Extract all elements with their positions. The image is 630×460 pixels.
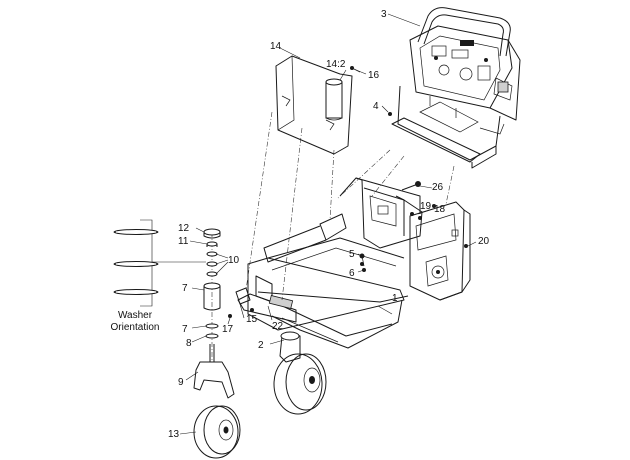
callout-11: 11 xyxy=(178,236,189,247)
callout-14-2: 14:2 xyxy=(326,59,346,70)
callout-16: 16 xyxy=(368,70,380,81)
hardware xyxy=(228,112,468,318)
callout-7-upper: 7 xyxy=(182,283,188,294)
callout-9: 9 xyxy=(178,377,184,388)
callout-20: 20 xyxy=(478,236,490,247)
callout-22: 22 xyxy=(272,321,284,332)
callout-19: 19 xyxy=(420,201,432,212)
callout-12: 12 xyxy=(178,223,190,234)
callout-3: 3 xyxy=(381,9,387,20)
callout-13: 13 xyxy=(168,429,180,440)
washer-note-line1: Washer xyxy=(118,310,153,321)
control-panel-housing xyxy=(391,7,521,169)
callout-labels: 1 2 3 4 5 6 7 7 8 9 10 11 12 13 14 14:2 … xyxy=(111,9,490,440)
callout-1: 1 xyxy=(392,293,398,304)
callout-5: 5 xyxy=(349,249,355,260)
callout-26: 26 xyxy=(432,182,444,193)
callout-6: 6 xyxy=(349,268,355,279)
callout-15: 15 xyxy=(246,314,258,325)
side-cover-panel xyxy=(275,55,361,155)
callout-17: 17 xyxy=(222,324,234,335)
callout-2: 2 xyxy=(258,340,264,351)
callout-10: 10 xyxy=(228,255,240,266)
leader-lines xyxy=(179,13,477,435)
main-frame xyxy=(237,177,471,349)
callout-14: 14 xyxy=(270,41,282,52)
assembly-guide-lines xyxy=(245,111,455,301)
callout-4: 4 xyxy=(373,101,379,112)
callout-8: 8 xyxy=(186,338,192,349)
callout-18: 18 xyxy=(434,204,446,215)
callout-7-lower: 7 xyxy=(182,324,188,335)
washer-orientation-inset xyxy=(113,219,206,307)
washer-note-line2: Orientation xyxy=(111,322,160,333)
rear-wheel-assembly xyxy=(273,331,327,415)
